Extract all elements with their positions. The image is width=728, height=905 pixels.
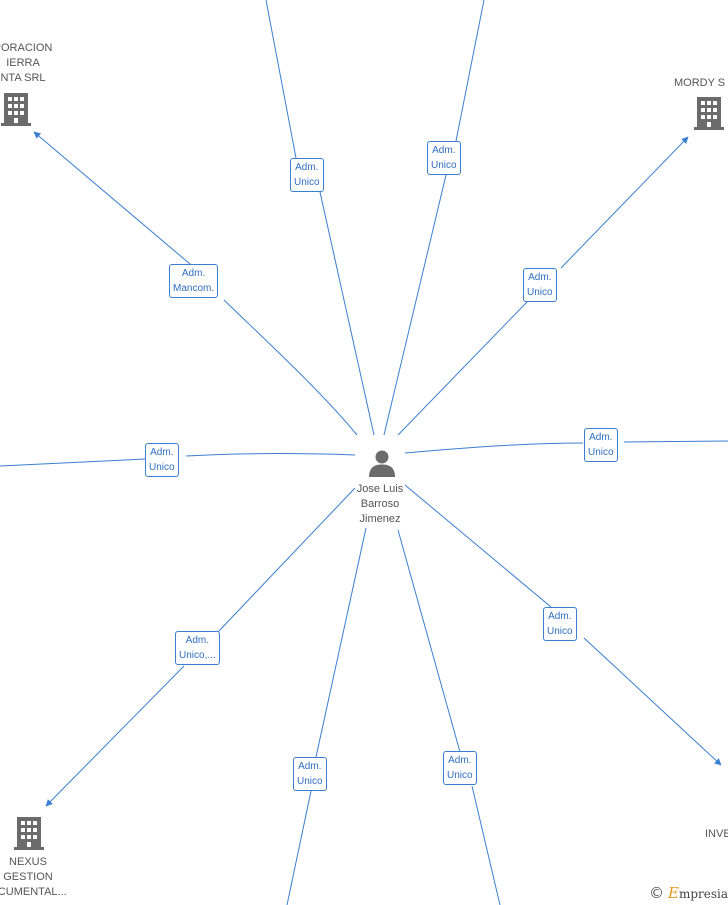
brand-rest: mpresia [678,887,728,901]
relation-bottom-left-line-2: Unico,... [179,650,216,661]
company-bottom-left-line-1: NEXUS [9,856,47,868]
company-bottom-left-line-3: OCUMENTAL... [0,886,67,898]
empresia-watermark: © Empresia [649,884,728,902]
company-top-left-line-3: NTA SRL [0,72,46,84]
relation-label-bottom-right[interactable]: Adm. Unico [543,607,577,641]
relation-top-left-line-1: Adm. [181,268,206,279]
center-name-line-2: Barroso [360,498,400,510]
relation-label-left[interactable]: Adm. Unico [145,443,179,477]
edge-top-left [34,132,358,436]
person-icon [369,450,395,477]
edge-top-right [397,137,688,436]
relation-right-line-2: Unico [588,447,614,458]
relation-label-top-right[interactable]: Adm. Unico [523,268,557,302]
building-icon[interactable] [14,816,44,850]
edge-top-center-left [265,0,375,436]
brand-logo: Empresia [668,884,728,902]
relation-label-top-center-left[interactable]: Adm. Unico [290,158,324,192]
relation-bottom-center-left-line-1: Adm. [298,761,322,772]
relation-label-bottom-center-left[interactable]: Adm. Unico [293,757,327,791]
relation-bottom-left-line-1: Adm. [185,635,210,646]
relation-label-top-center-right[interactable]: Adm. Unico [427,141,461,175]
relation-label-bottom-left[interactable]: Adm. Unico,... [175,631,220,665]
edge-left [0,453,356,467]
company-bottom-right-line-1: I [705,812,728,827]
center-name-line-1: Jose Luis [356,483,404,495]
company-top-right-line-1: MORDY S [674,77,726,89]
relation-bottom-center-left-line-2: Unico [297,776,323,787]
relation-top-right-line-2: Unico [527,287,553,298]
company-label-bottom-right[interactable]: I INVE [705,812,728,842]
center-person-name[interactable]: Jose Luis Barroso Jimenez [342,482,418,527]
building-icon[interactable] [694,96,724,130]
company-label-top-right[interactable]: MORDY S [674,76,728,91]
building-icon[interactable] [1,92,31,126]
edge-top-center-right [383,0,485,436]
relation-bottom-right-line-1: Adm. [548,611,572,622]
relation-left-line-1: Adm. [150,447,174,458]
edge-bottom-right [404,484,721,765]
relation-bottom-right-line-2: Unico [547,626,573,637]
relation-top-center-left-line-2: Unico [294,177,320,188]
relation-top-center-right-line-2: Unico [431,160,457,171]
relation-label-top-left[interactable]: Adm. Mancom. [169,264,219,298]
company-label-bottom-left[interactable]: NEXUS GESTION OCUMENTAL... [0,855,68,900]
relation-left-line-2: Unico [149,462,175,473]
edge-bottom-center-left [286,527,367,905]
edge-bottom-left [46,487,356,806]
relation-top-center-left-line-1: Adm. [295,162,319,173]
relation-bottom-center-right-line-1: Adm. [448,755,472,766]
center-name-line-3: Jimenez [359,513,401,525]
relation-top-left-line-2: Mancom. [173,283,215,294]
company-bottom-right-line-2: INVE [705,828,728,840]
edge-bottom-center-right [397,529,501,905]
brand-initial: E [667,884,679,902]
copyright-icon: © [648,884,664,902]
relation-right-line-1: Adm. [589,432,613,443]
relation-bottom-center-right-line-2: Unico [447,770,473,781]
relation-label-right[interactable]: Adm. Unico [584,428,618,462]
relation-top-right-line-1: Adm. [528,272,552,283]
company-top-left-line-2: IERRA [6,57,40,69]
company-label-top-left[interactable]: PORACION IERRA NTA SRL [0,41,58,86]
edge-right [404,440,728,454]
company-top-left-line-1: PORACION [0,42,53,54]
relation-top-center-right-line-1: Adm. [432,145,456,156]
company-bottom-left-line-2: GESTION [3,871,53,883]
relation-label-bottom-center-right[interactable]: Adm. Unico [443,751,477,785]
